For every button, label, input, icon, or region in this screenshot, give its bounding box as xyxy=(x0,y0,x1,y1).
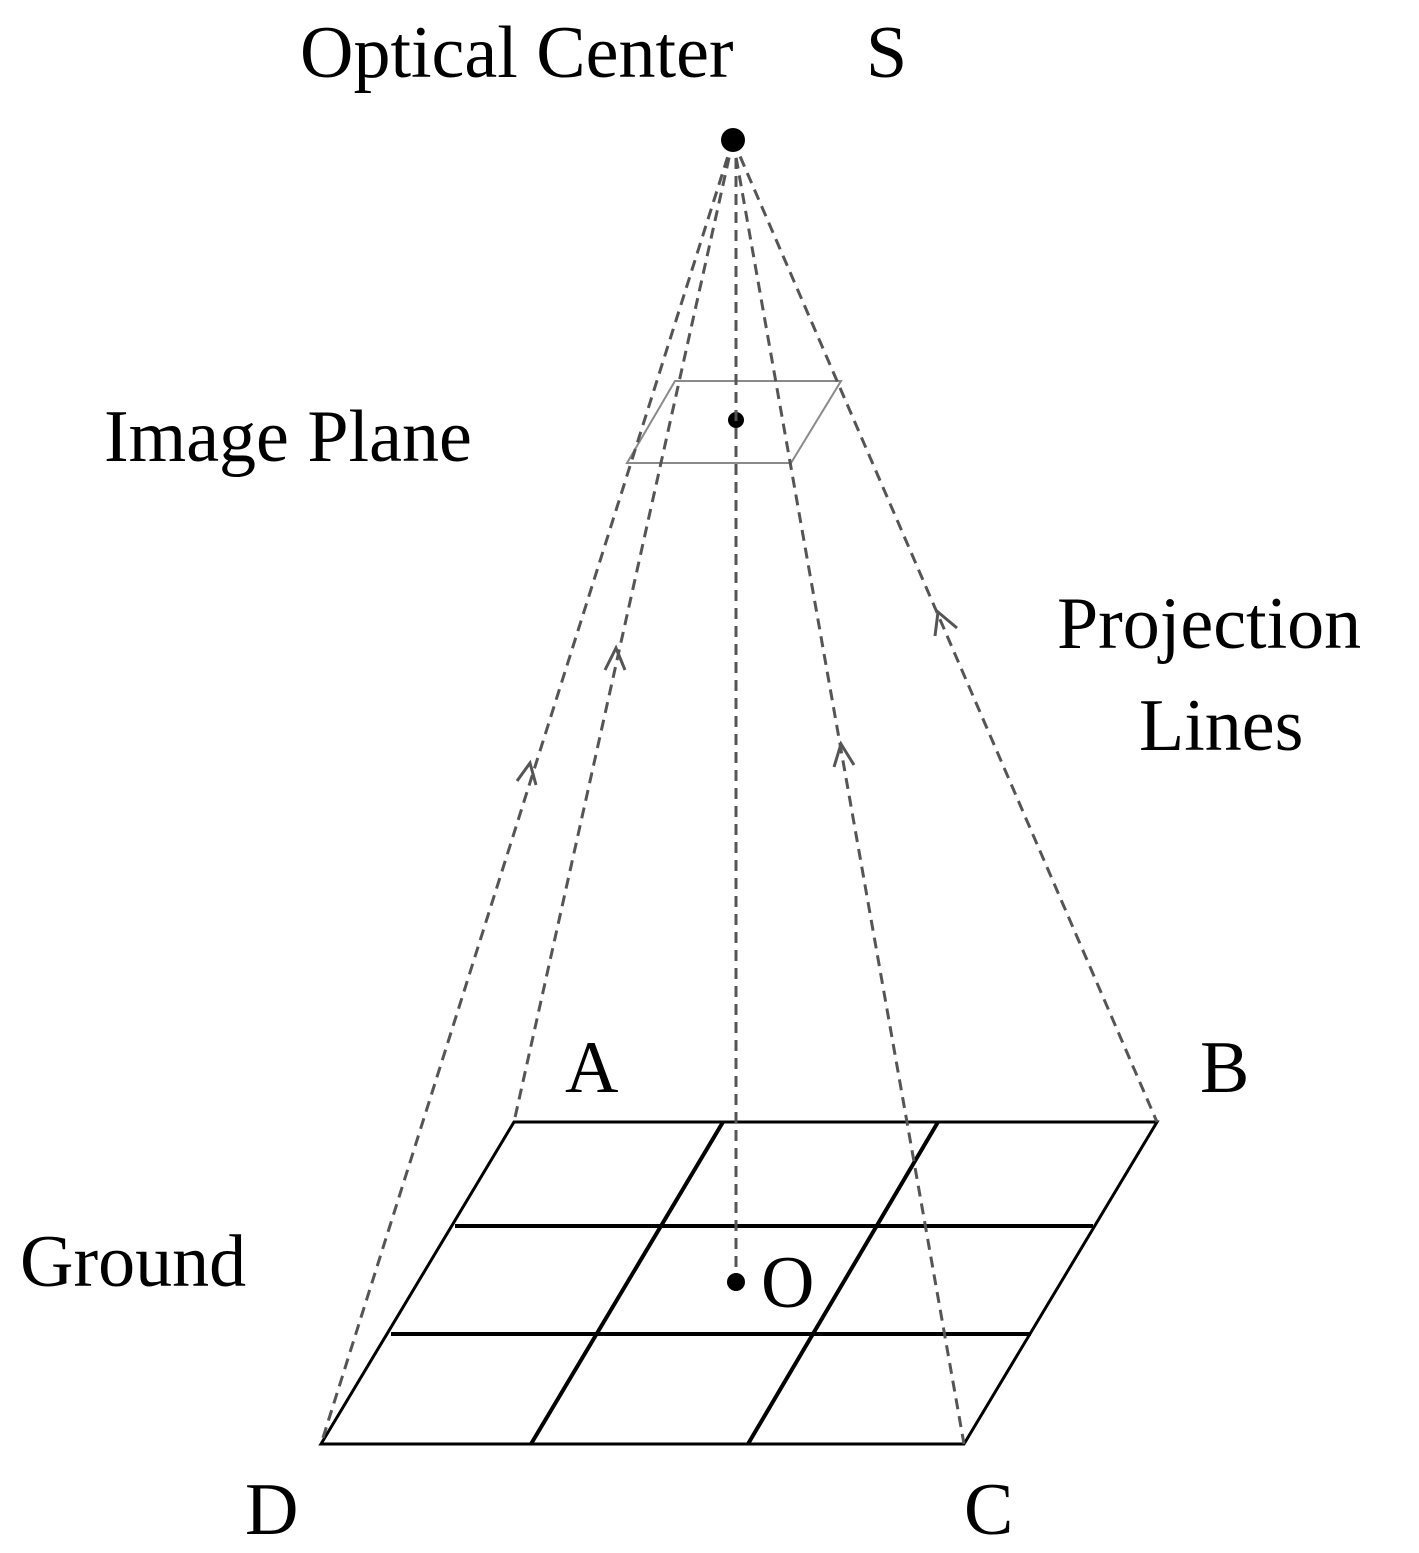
point-s-label: S xyxy=(866,12,907,94)
projection-lines-label-line2: Lines xyxy=(1139,685,1303,767)
optical-center-label: Optical Center xyxy=(300,12,734,94)
arrowhead-sa xyxy=(603,644,627,671)
point-b-label: B xyxy=(1200,1027,1249,1109)
point-d-label: D xyxy=(245,1469,298,1551)
arrowhead-sd xyxy=(515,759,538,786)
projection-line-sa xyxy=(512,139,735,1123)
ground-grid-line-v2 xyxy=(746,1120,940,1446)
projection-line-sc xyxy=(731,139,966,1445)
arrowhead-sb xyxy=(933,609,958,637)
projection-line-sb xyxy=(731,139,1159,1123)
projection-lines-label-line1: Projection xyxy=(1057,583,1361,665)
optical-center-point xyxy=(721,128,745,152)
point-o-label: O xyxy=(761,1242,814,1324)
image-plane-label: Image Plane xyxy=(104,396,472,478)
point-c-label: C xyxy=(964,1469,1013,1551)
ground-label: Ground xyxy=(20,1221,246,1303)
point-a-label: A xyxy=(565,1027,618,1109)
projection-lines xyxy=(319,139,1159,1445)
projection-line-sd xyxy=(319,139,735,1445)
ground-center-point xyxy=(727,1273,745,1291)
arrowhead-sc xyxy=(832,740,856,768)
ground-grid-line-v1 xyxy=(529,1120,725,1446)
